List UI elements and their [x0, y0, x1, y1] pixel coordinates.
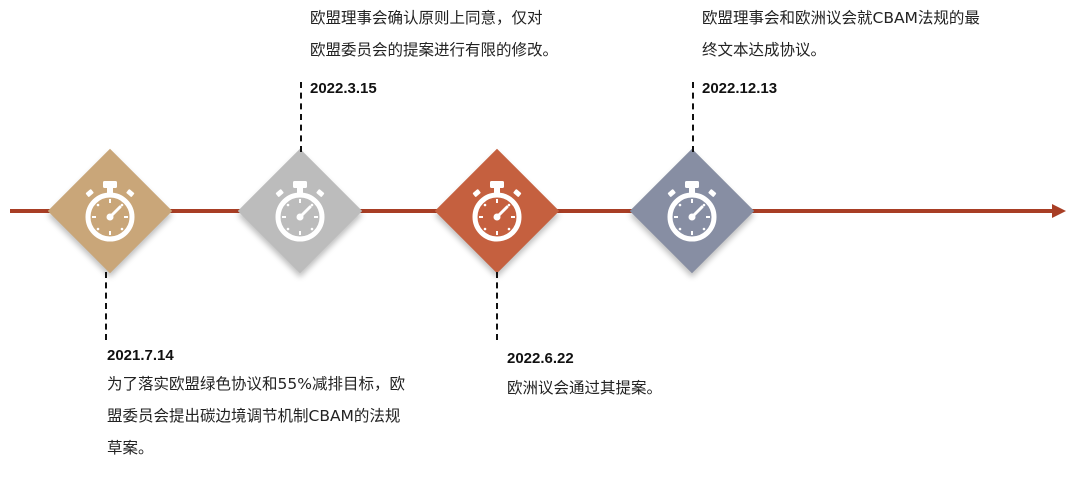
- description-line: 为了落实欧盟绿色协议和55%减排目标，欧: [107, 375, 405, 393]
- description-line: 欧盟理事会确认原则上同意，仅对: [310, 9, 543, 27]
- stopwatch-icon: [85, 181, 135, 242]
- connector-line: [692, 82, 694, 152]
- event-date: 2022.12.13: [702, 80, 778, 97]
- stopwatch-icon: [275, 181, 325, 242]
- event-marker-2022-3-15: [237, 148, 363, 274]
- description-line: 欧洲议会通过其提案。: [507, 379, 663, 397]
- event-description: 为了落实欧盟绿色协议和55%减排目标，欧 盟委员会提出碳边境调节机制CBAM的法…: [107, 368, 507, 464]
- event-date: 2021.7.14: [107, 347, 174, 364]
- event-date: 2022.3.15: [310, 80, 377, 97]
- event-description: 欧盟理事会和欧洲议会就CBAM法规的最 终文本达成协议。: [702, 2, 1080, 66]
- event-marker-2022-6-22: [434, 148, 560, 274]
- stopwatch-icon: [667, 181, 717, 242]
- connector-line: [496, 272, 498, 340]
- stopwatch-icon: [472, 181, 522, 242]
- event-date: 2022.6.22: [507, 350, 574, 367]
- arrowhead-icon: [1052, 204, 1066, 218]
- event-description: 欧洲议会通过其提案。: [507, 372, 767, 404]
- event-marker-2022-12-13: [629, 148, 755, 274]
- event-description: 欧盟理事会确认原则上同意，仅对 欧盟委员会的提案进行有限的修改。: [310, 2, 670, 66]
- event-marker-2021-7-14: [47, 148, 173, 274]
- description-line: 欧盟委员会的提案进行有限的修改。: [310, 41, 559, 59]
- description-line: 草案。: [107, 439, 154, 457]
- description-line: 欧盟理事会和欧洲议会就CBAM法规的最: [702, 9, 980, 27]
- connector-line: [300, 82, 302, 152]
- connector-line: [105, 272, 107, 340]
- description-line: 盟委员会提出碳边境调节机制CBAM的法规: [107, 407, 401, 425]
- description-line: 终文本达成协议。: [702, 41, 827, 59]
